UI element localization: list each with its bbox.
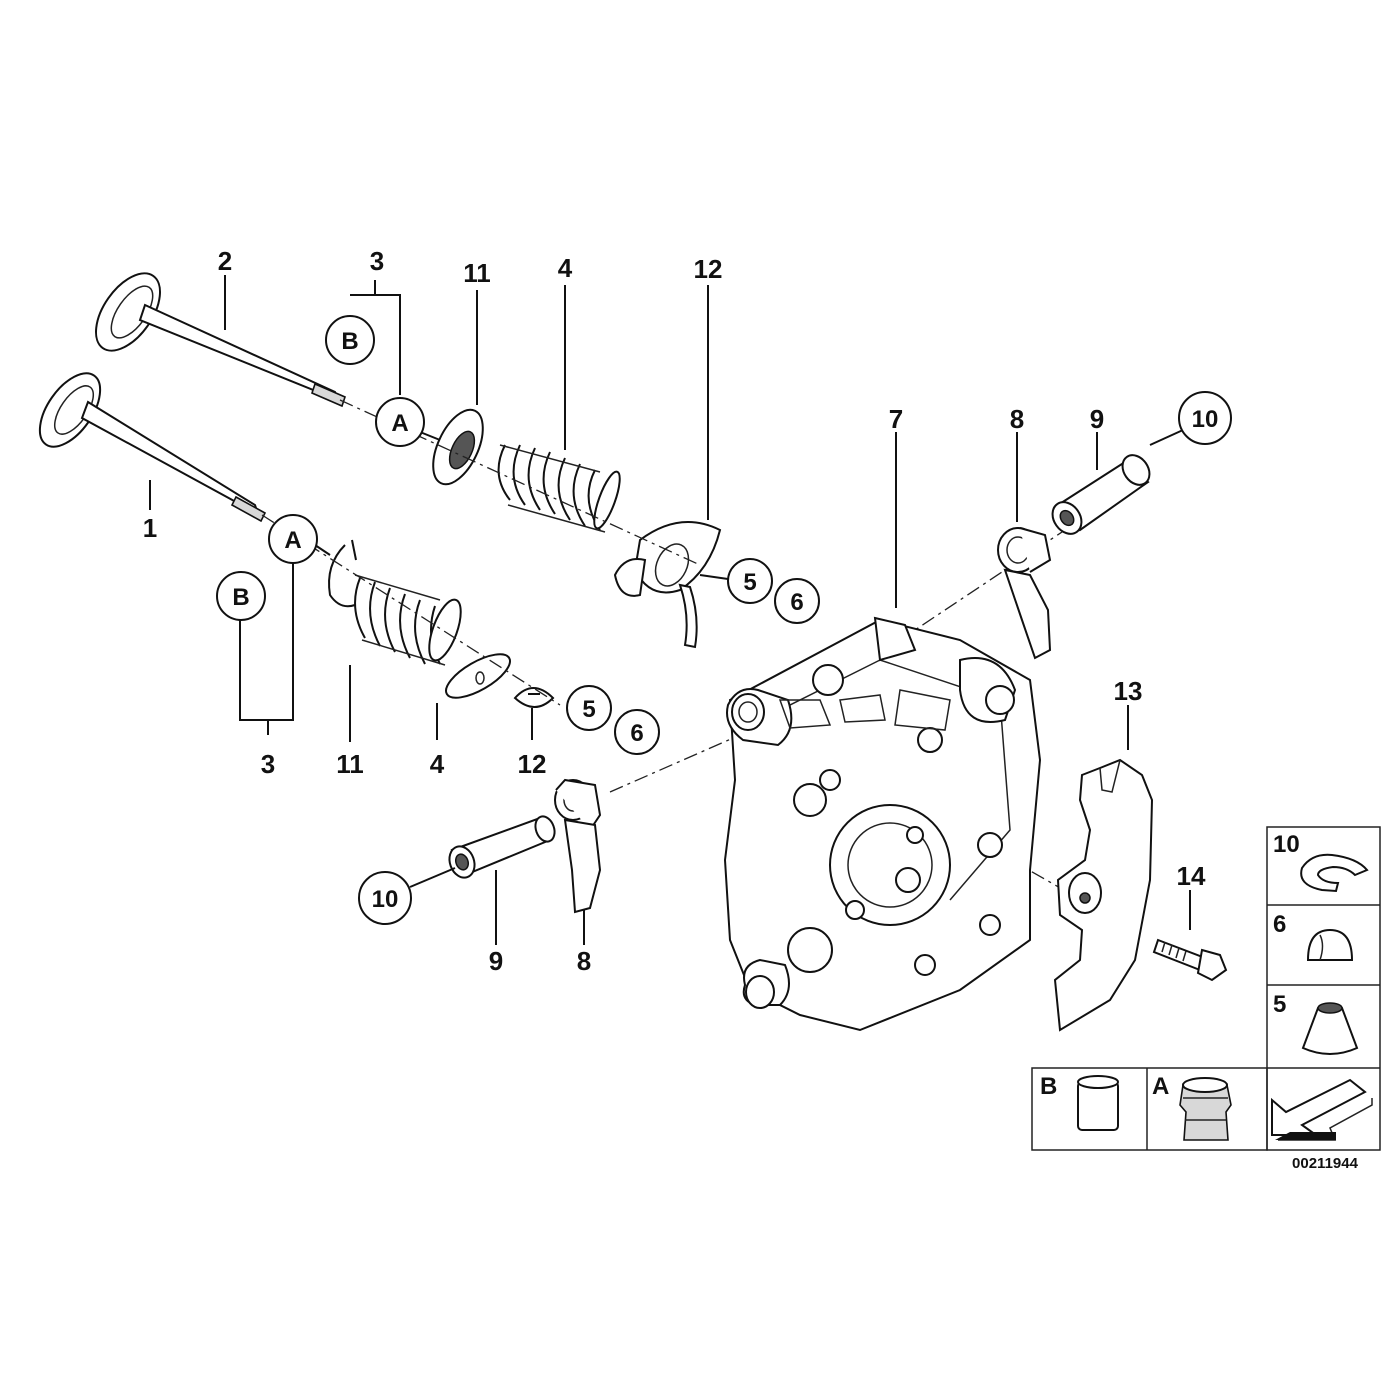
hex-bolt	[1152, 938, 1228, 982]
svg-text:10: 10	[1192, 406, 1219, 433]
cylinder-head	[723, 616, 1042, 1032]
axis-line-rocker-lower	[609, 734, 741, 793]
ref-circle-a-upper: A	[375, 397, 425, 447]
label-3-lower: 3	[261, 749, 275, 779]
spring-retainer-lower	[445, 653, 511, 699]
valve-keeper-lower	[513, 687, 555, 708]
svg-text:6: 6	[790, 589, 803, 616]
inset-label-5: 5	[1273, 991, 1286, 1018]
rocker-shaft-lower	[448, 815, 556, 879]
spring-seat-lower	[328, 539, 357, 608]
label-4-upper: 4	[558, 253, 573, 283]
label-10-lower: 10	[358, 871, 412, 925]
label-12-lower: 12	[518, 749, 547, 779]
label-11-lower: 11	[336, 749, 364, 779]
label-10-upper: 10	[1178, 391, 1232, 445]
spring-retainer-upper	[613, 521, 722, 649]
label-5-lower: 5	[566, 685, 612, 731]
circlip-icon	[1300, 853, 1369, 893]
direction-arrow-icon	[1271, 1078, 1373, 1141]
inset-label-6: 6	[1273, 911, 1286, 938]
label-5-upper: 5	[727, 558, 773, 604]
valve-lower	[38, 372, 267, 523]
ref-circle-a-lower: A	[268, 514, 318, 564]
rocker-shaft-upper	[1051, 454, 1151, 535]
valve-upper	[95, 272, 346, 408]
svg-text:A: A	[391, 410, 408, 437]
label-8-lower: 8	[577, 946, 591, 976]
inset-panel	[1031, 826, 1381, 1151]
svg-text:6: 6	[630, 720, 643, 747]
label-9-upper: 9	[1090, 404, 1104, 434]
label-6-lower: 6	[614, 709, 660, 755]
diagram-reference-number: 00211944	[1292, 1155, 1359, 1172]
svg-text:10: 10	[372, 886, 399, 913]
leader-lines	[149, 275, 1191, 945]
rocker-arm-upper	[997, 527, 1052, 660]
label-12-upper: 12	[694, 254, 723, 284]
axis-line-rocker-upper	[899, 519, 1081, 641]
valve-spring-lower	[354, 574, 462, 666]
valve-stem-seal-icon	[1179, 1077, 1232, 1141]
ref-circle-b-upper: B	[325, 315, 375, 365]
label-4-lower: 4	[430, 749, 445, 779]
keeper-cap-icon	[1306, 928, 1354, 961]
svg-text:A: A	[284, 527, 301, 554]
label-2: 2	[218, 246, 232, 276]
inset-label-a: A	[1152, 1073, 1169, 1100]
valve-guide-icon	[1077, 1075, 1119, 1131]
label-13: 13	[1114, 676, 1143, 706]
inset-label-b: B	[1040, 1073, 1057, 1100]
svg-text:5: 5	[582, 696, 595, 723]
label-3-upper: 3	[370, 246, 384, 276]
label-7: 7	[889, 404, 903, 434]
svg-text:5: 5	[743, 569, 756, 596]
label-1: 1	[143, 513, 157, 543]
valve-cone-icon	[1301, 1002, 1359, 1055]
label-6-upper: 6	[774, 578, 820, 624]
rocker-arm-lower	[554, 778, 602, 914]
label-9-lower: 9	[489, 946, 503, 976]
svg-text:B: B	[232, 584, 249, 611]
label-8-upper: 8	[1010, 404, 1024, 434]
label-14: 14	[1177, 861, 1206, 891]
valve-spring-upper	[497, 444, 621, 535]
svg-text:B: B	[341, 328, 358, 355]
ref-circle-b-lower: B	[216, 571, 266, 621]
inset-label-10: 10	[1273, 831, 1300, 858]
timing-cover-guide	[1053, 758, 1154, 1032]
label-11-upper: 11	[463, 258, 491, 288]
spring-seat-upper	[432, 408, 484, 486]
